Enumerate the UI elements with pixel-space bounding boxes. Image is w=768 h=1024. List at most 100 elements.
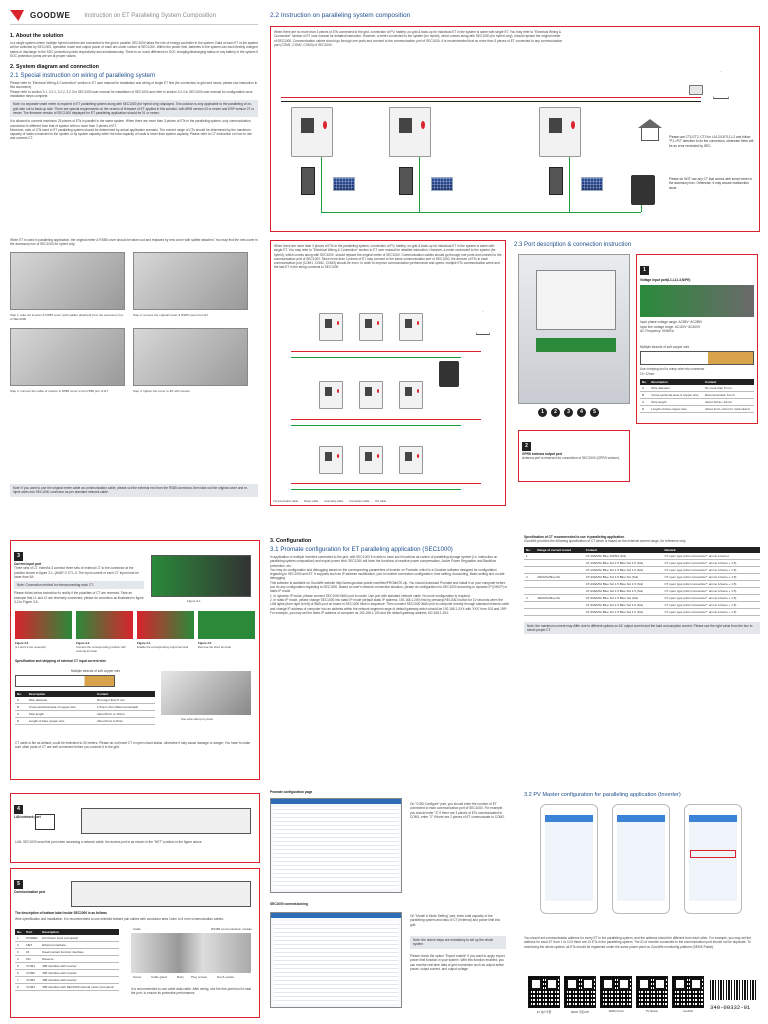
table-row: CT-100A/5A Blue Sol 1.5 Blue Sol 1.5 (So… (524, 559, 760, 567)
panel-more-than-3-et: When there are more than 3 pieces of ETs… (270, 240, 506, 506)
port-badge-2: 2 (551, 408, 560, 417)
commission-screenshot (270, 912, 402, 1008)
table-cell: B (15, 703, 27, 711)
clamp-caption: Use wire clamp to press (181, 717, 214, 721)
table-cell: CT open type (strict connection*: ammo 1… (662, 552, 760, 560)
qr-caption: SEMS Portal (608, 1010, 624, 1013)
section-heading: 1. About the solution (10, 33, 64, 39)
paragraph: GoodWe provides the following specificat… (524, 539, 686, 544)
pv-panel-icon (333, 177, 355, 191)
battery-icon (549, 167, 563, 195)
port-badge-4: 4 (577, 408, 586, 417)
power-cable (291, 419, 481, 420)
ct-spec-title: Specification of CT recommended to use i… (524, 535, 625, 539)
section-heading: 3. Configuration (270, 538, 312, 544)
section-badge: 2 (522, 442, 531, 451)
table-cell: Recommended: 1mm² (702, 391, 754, 400)
subsection-heading: 2.1 Special instruction on wiring of par… (10, 72, 156, 80)
table-cell (535, 559, 584, 567)
table-cell: 3 (524, 594, 536, 602)
port-badge-5: 5 (590, 408, 599, 417)
ct-wire-diagram (15, 675, 115, 687)
gprs-port-box: 2 GPRS antenna output port Antenna port … (518, 430, 630, 482)
table-cell: No more than 5 mm (702, 385, 754, 393)
phone-screenshot-1 (540, 804, 598, 914)
paragraph: On "Model & Mode Setting" part, enter to… (410, 914, 501, 927)
table-cell: About 10mm~12mm (702, 398, 754, 407)
gprs-title: GPRS antenna output port (522, 452, 563, 456)
paragraph: Wire specification and installation: it … (15, 917, 224, 921)
table-cell: D (640, 405, 650, 414)
cover-photo-step2 (133, 252, 248, 310)
com-terminal-diagram (71, 881, 251, 907)
table-header-row: No. Description Content (15, 691, 155, 697)
table-cell: About 6mm to 8mm (94, 717, 155, 725)
wire-strip-diagram (640, 351, 754, 366)
paragraph: Please follow below instruction to recti… (14, 591, 144, 605)
section-badge: 5 (14, 880, 23, 889)
table-cell: Reserve (40, 955, 119, 963)
subsection-heading: 3.1 Promate configuration for ET paralle… (270, 546, 453, 553)
panel-pvmaster: 3.2 PV Master configuration for parallel… (524, 790, 760, 1018)
table-cell: CT open type (strict connection*: ammo 1… (662, 580, 760, 588)
sec1000-board (536, 270, 616, 330)
ct-title: Current input port (14, 562, 42, 566)
table-cell: 2 (15, 941, 25, 949)
caption-block: Figure 3-2(L1 and L2 are reversed) (15, 641, 72, 653)
figure-caption: Figure 3-4 (137, 641, 151, 645)
communication-cable (419, 157, 420, 212)
table-cell: CT open type (strict connection*: ammo 1… (662, 573, 760, 581)
paragraph: LAN: SEC1000 send this port when accessi… (15, 840, 203, 844)
promate-screenshot (270, 798, 402, 893)
inverter-unit (359, 446, 383, 474)
table-cell: 1 (15, 935, 25, 942)
table-cell: Strip length (649, 398, 703, 407)
table-header: Remark (662, 546, 760, 553)
figure-caption: Figure 3-3 (76, 641, 90, 645)
qr-code-3[interactable] (600, 976, 632, 1008)
table-header: Description (26, 691, 95, 697)
panel-lan-port: 4 LAN network port LAN: SEC1000 send thi… (10, 793, 260, 863)
paragraph: Three sets of CT. Harmful 3 connect thre… (14, 566, 139, 579)
qr-code-2[interactable] (564, 976, 596, 1008)
qr-code-4[interactable] (636, 976, 668, 1008)
table-cell: CT open type (strict connection*: ammo 1… (662, 587, 760, 595)
inverter-unit-2 (389, 107, 431, 157)
table-cell: 300A/5A Blue 5A (535, 594, 584, 602)
port-badge-3: 3 (564, 408, 573, 417)
paragraph: It is allowed to connect maximum 25 piec… (10, 119, 251, 128)
legend-item: Grounding cable (324, 500, 344, 503)
subsection-heading: 2.3 Port description & connection instru… (514, 242, 632, 248)
subsection-heading: 3.2 PV Master configuration for parallel… (524, 792, 681, 798)
table-cell: About 8mm to 10mm (94, 710, 155, 718)
table-cell: 485 interface with inverter (40, 962, 119, 970)
battery-icon (301, 167, 315, 195)
note-box: Note: the above steps are mandatory to s… (410, 936, 506, 949)
port-number-badges: 1 2 3 4 5 (538, 408, 599, 417)
subsection-heading: 2.2 Instruction on paralleling system co… (270, 12, 411, 19)
figure-caption-desc: Enable the corresponding output terminal (137, 645, 189, 649)
power-cable (281, 101, 701, 102)
inverter-unit (319, 313, 343, 341)
paragraph: 1. In dynamic IP mode, please connect SE… (270, 593, 471, 598)
table-cell: CT-100A/5A Blue Sol 1.5 Blue Sol 1.5 (So… (583, 559, 663, 567)
table-cell: Wire diameter (26, 697, 95, 704)
table-cell: 200A/5A Blue 5A (535, 573, 584, 581)
label-plug: Plug screws (191, 975, 208, 979)
panel-current-input-port: 3 Current input port Three sets of CT. H… (10, 540, 260, 780)
table-cell (524, 608, 536, 616)
cable-gland-diagram (131, 933, 251, 973)
table-cell: COM3 (24, 976, 41, 984)
communication-cable (321, 157, 322, 212)
qr-code-5[interactable] (672, 976, 704, 1008)
panel-promate: Promate configuration page On "COM Confi… (270, 790, 510, 1018)
table-cell (524, 601, 536, 609)
qr-caption: ET 用户手册 (536, 1011, 552, 1014)
qr-code-1[interactable] (528, 976, 560, 1008)
table-cell (535, 587, 584, 595)
